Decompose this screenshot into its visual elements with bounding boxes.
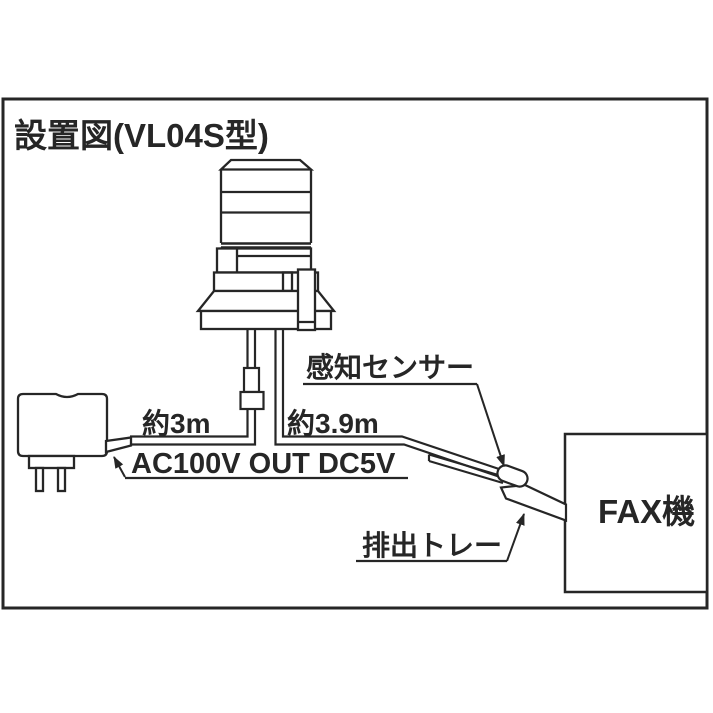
beacon-lens-bands — [221, 190, 311, 214]
adapter-spec-label: AC100V OUT DC5V — [131, 448, 396, 480]
sensor-leader-arrow — [476, 383, 505, 467]
sensor-cable-top-line — [281, 329, 506, 473]
power-cable-run-top — [130, 409, 249, 438]
tray-callout: 排出トレー — [356, 513, 525, 563]
output-tray-drawing — [427, 453, 568, 523]
fax-machine-box — [563, 432, 709, 594]
adapter-prong-left — [34, 466, 45, 493]
adapter-spec-callout: AC100V OUT DC5V — [113, 448, 408, 480]
beacon-strap-clip — [296, 268, 317, 332]
power-cable-upper — [246, 329, 257, 368]
sensor-label: 感知センサー — [306, 351, 474, 383]
adapter-body — [16, 392, 109, 458]
power-cable — [130, 329, 265, 446]
tray-leader-arrow — [506, 513, 525, 562]
adapter-output-connector — [104, 436, 133, 454]
power-cable-length-label: 約3m — [142, 407, 210, 439]
dc-plug-connector-body — [239, 390, 265, 411]
ac-adapter-drawing — [16, 392, 133, 493]
beacon-body-step — [215, 247, 239, 274]
beacon-lens-sides — [219, 169, 313, 243]
fax-box-outline — [563, 432, 709, 594]
sensor-callout: 感知センサー — [303, 351, 505, 467]
power-cable-run-bottom — [130, 409, 257, 446]
paper-sensor-drawing — [496, 464, 529, 488]
dc-plug-connector-top — [242, 366, 261, 394]
adapter-plug-base — [27, 454, 76, 470]
tray-label: 排出トレー — [362, 530, 502, 561]
diagram-title: 設置図(VL04S型) — [14, 117, 269, 154]
tray-front-face — [499, 483, 568, 523]
tray-edge-strip — [427, 453, 506, 485]
sensor-cable-length-label: 約3.9m — [287, 407, 379, 439]
fax-machine-label: FAX機 — [598, 493, 695, 530]
adapter-prong-right — [56, 466, 67, 493]
adapter-leader-arrow — [113, 456, 126, 478]
signal-light-drawing — [195, 158, 337, 332]
